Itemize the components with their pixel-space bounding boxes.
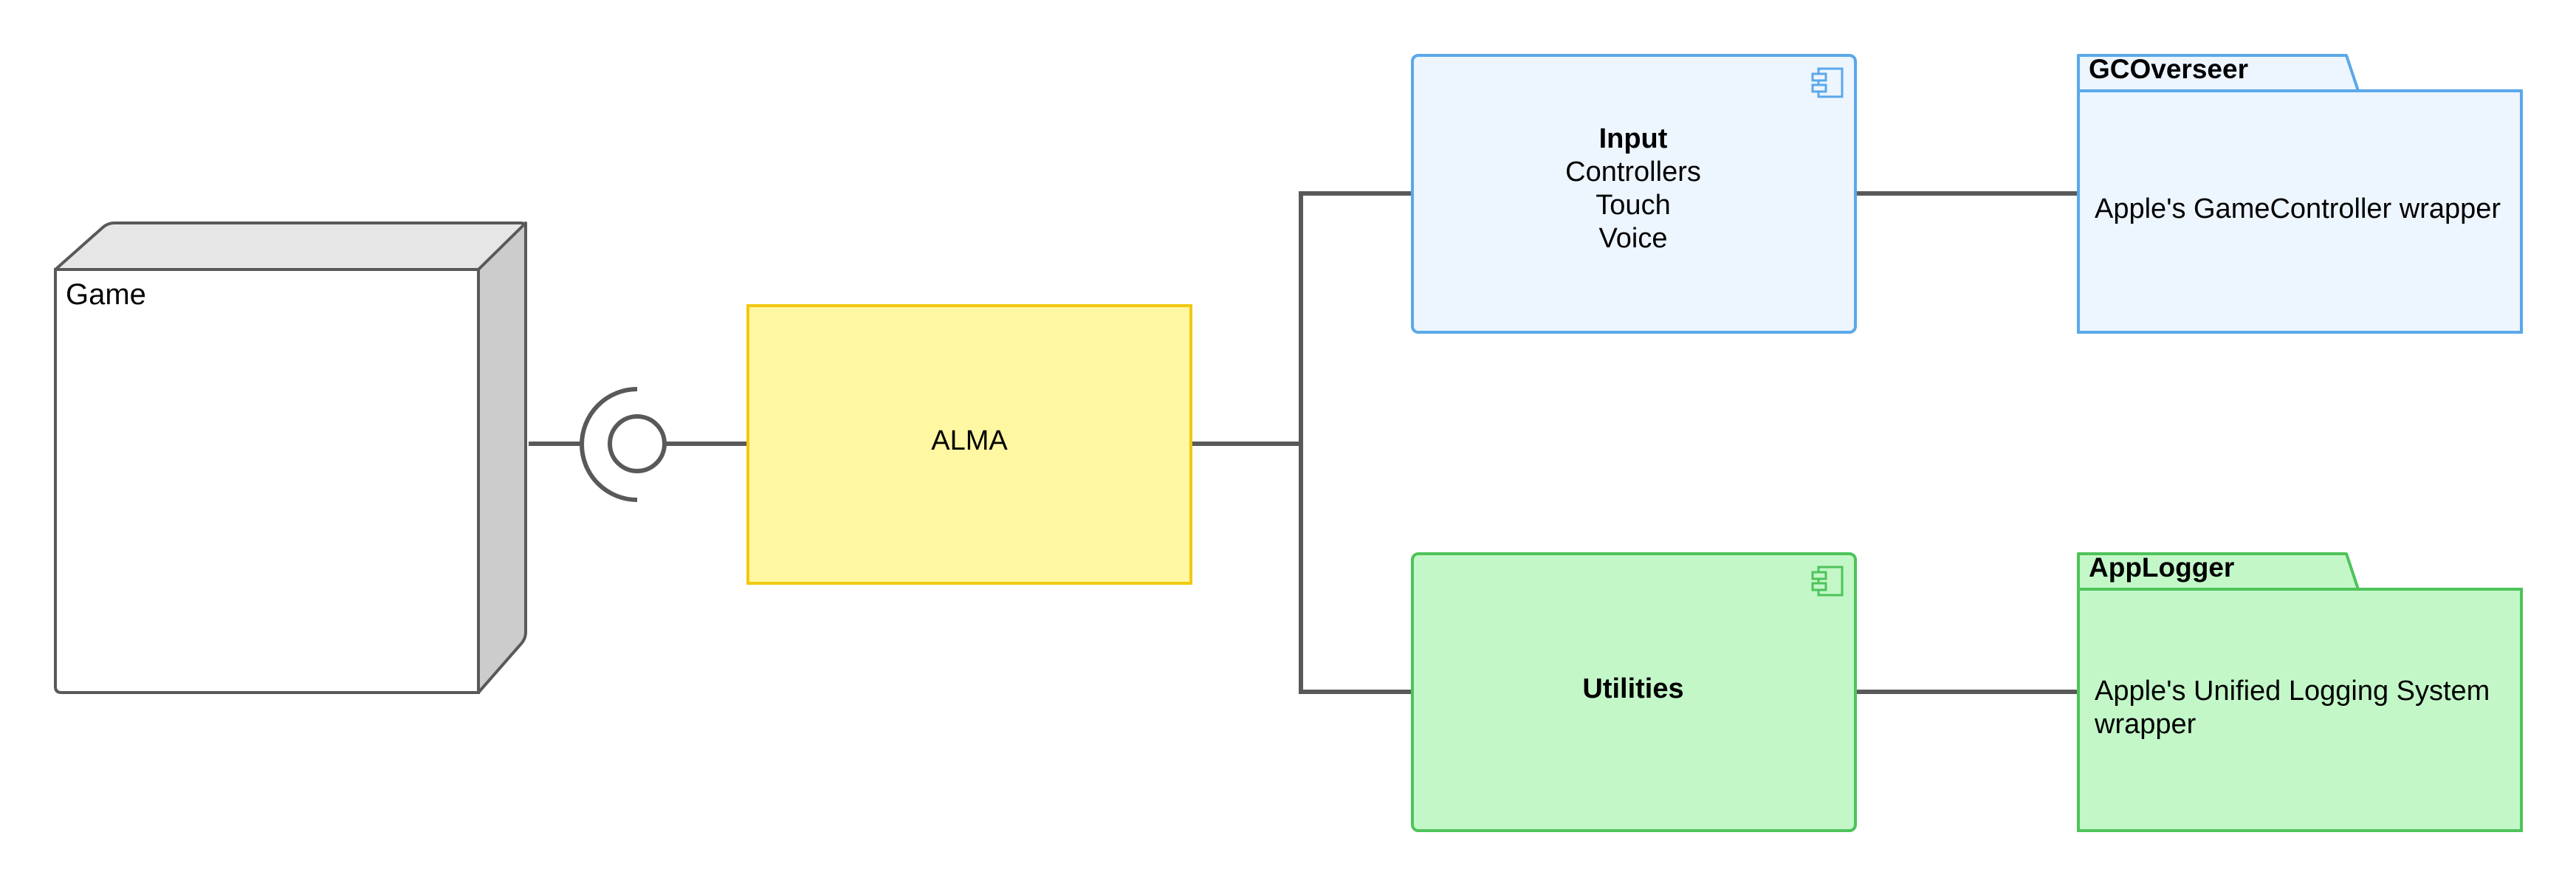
input-title: Input [1599, 123, 1668, 154]
connectors [529, 191, 2078, 694]
utilities-box [1411, 552, 1857, 832]
input-box [1411, 54, 1857, 334]
applogger-description-line-1: Apple's Unified Logging System [2095, 676, 2490, 707]
component-icon [1811, 566, 1844, 597]
input-line-voice: Voice [1599, 223, 1668, 254]
socket-arc [580, 387, 638, 502]
game-side-face [477, 222, 527, 694]
input-component[interactable]: Input Controllers Touch Voice [1411, 54, 1857, 334]
alma-box [746, 304, 1192, 585]
utilities-component[interactable]: Utilities [1411, 552, 1857, 832]
input-line-controllers: Controllers [1565, 157, 1701, 188]
alma-label: ALMA [931, 425, 1008, 456]
input-line-touch: Touch [1596, 190, 1670, 221]
game-label: Game [66, 278, 146, 311]
utilities-title: Utilities [1582, 673, 1683, 704]
applogger-description-line-2: wrapper [2094, 709, 2197, 740]
component-icon [1811, 67, 1844, 98]
alma-node[interactable]: ALMA [746, 304, 1192, 585]
applogger-body [2077, 588, 2523, 832]
gcoverseer-package[interactable]: GCOverseer Apple's GameController wrappe… [2077, 54, 2523, 334]
connector-bus [1299, 191, 1412, 694]
applogger-tab-label: AppLogger [2089, 552, 2234, 583]
lollipop-socket-icon [580, 387, 667, 502]
game-node[interactable]: Game [54, 222, 527, 694]
lollipop-circle [608, 414, 667, 473]
game-front-face [54, 268, 480, 694]
gcoverseer-tab-label: GCOverseer [2089, 54, 2248, 84]
applogger-package[interactable]: AppLogger Apple's Unified Logging System… [2077, 552, 2523, 832]
game-top-face [54, 222, 527, 271]
gcoverseer-body [2077, 89, 2523, 334]
gcoverseer-description: Apple's GameController wrapper [2095, 193, 2501, 224]
